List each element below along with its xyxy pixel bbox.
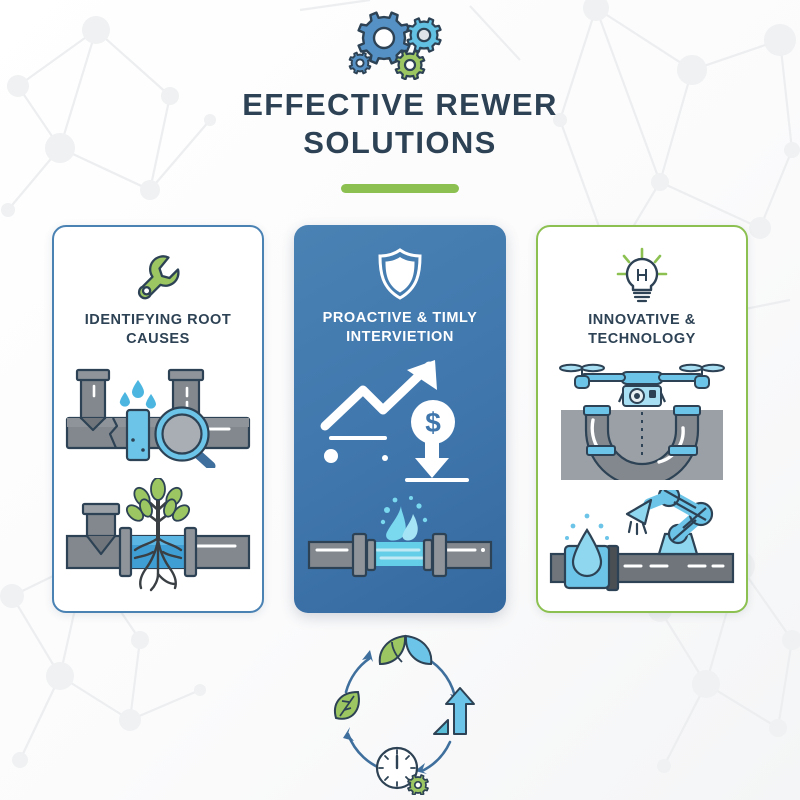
page-title: EFFECTIVE REWER SOLUTIONS xyxy=(242,87,558,160)
sustainability-cycle-diagram xyxy=(334,634,475,795)
leaking-cracked-pipe-with-magnifier-illustration xyxy=(65,368,251,469)
lightbulb-icon xyxy=(613,245,671,307)
card-innovative-technology[interactable]: INNOVATIVE & TECHNOLOGY xyxy=(536,225,748,613)
wrench-icon xyxy=(130,245,186,307)
cards-row: IDENTIFYING ROOT CAUSES xyxy=(52,225,748,613)
robotic-arm-repairing-pipe-illustration xyxy=(549,490,735,592)
drone-inspecting-u-bend-pipe-illustration xyxy=(559,363,725,481)
burst-pipe-water-spray-illustration xyxy=(307,496,493,578)
leaves-icon xyxy=(378,634,433,666)
gears-icon xyxy=(348,11,442,80)
card-identifying-root-causes[interactable]: IDENTIFYING ROOT CAUSES xyxy=(52,225,264,613)
tree-roots-intruding-pipe-illustration xyxy=(65,478,251,592)
card-title: PROACTIVE & TIMLY INTERVIETION xyxy=(322,310,478,345)
card-proactive-timly-intervietion[interactable]: PROACTIVE & TIMLY INTERVIETION $ xyxy=(294,225,506,613)
title-underline-rule xyxy=(341,183,459,193)
rising-trend-arrow-with-dollar-illustration: $ xyxy=(320,360,469,483)
growth-arrow-icon xyxy=(433,687,475,735)
header: EFFECTIVE REWER SOLUTIONS xyxy=(0,0,800,193)
clock-gear-icon xyxy=(375,746,429,795)
shield-icon xyxy=(375,243,425,305)
card-title: INNOVATIVE & TECHNOLOGY xyxy=(588,312,696,347)
leaf-icon xyxy=(334,690,360,720)
svg-text:$: $ xyxy=(425,407,441,438)
card-title: IDENTIFYING ROOT CAUSES xyxy=(84,312,232,347)
